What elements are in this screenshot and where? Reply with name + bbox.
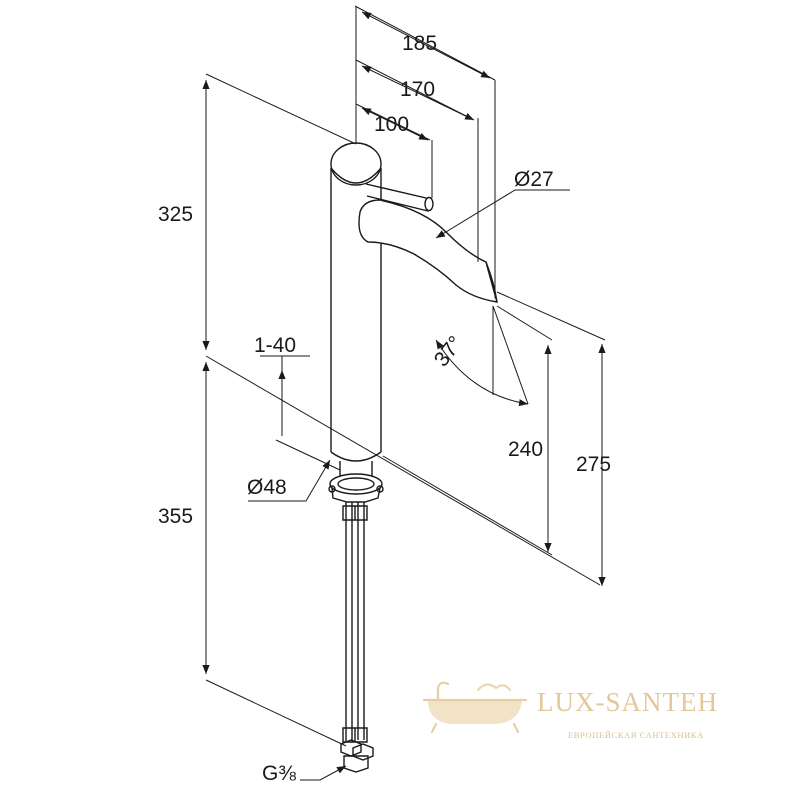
label-angle-37: 37° bbox=[430, 332, 468, 371]
base-nut bbox=[331, 487, 381, 503]
label-325: 325 bbox=[158, 203, 193, 226]
dimension-lines bbox=[202, 5, 606, 781]
fixing-screw-left bbox=[328, 485, 336, 493]
label-275: 275 bbox=[576, 453, 611, 476]
watermark: LUX-SANTEH ЕВРОПЕЙСКАЯ САНТЕХНИКА bbox=[422, 681, 718, 740]
base-washer bbox=[329, 473, 383, 495]
label-185: 185 bbox=[402, 32, 437, 55]
label-100: 100 bbox=[374, 113, 409, 136]
label-thread-g38: G⅜ bbox=[262, 762, 296, 785]
label-diameter-48: Ø48 bbox=[247, 476, 287, 499]
watermark-tagline: ЕВРОПЕЙСКАЯ САНТЕХНИКА bbox=[568, 730, 704, 740]
base-neck bbox=[339, 461, 373, 476]
faucet-top-cap bbox=[330, 142, 382, 186]
dim-line-170 bbox=[361, 65, 475, 121]
label-170: 170 bbox=[400, 78, 435, 101]
faucet-cap-lower-edge bbox=[330, 167, 382, 184]
leader-thread bbox=[300, 765, 347, 781]
hose-crimp-top bbox=[342, 505, 368, 521]
faucet bbox=[328, 142, 498, 773]
angle-arc-37 bbox=[435, 339, 529, 407]
watermark-brand: LUX-SANTEH bbox=[537, 687, 718, 717]
bathtub-logo-icon bbox=[422, 681, 528, 734]
dim-line-100 bbox=[361, 107, 429, 141]
leader-diameter-27 bbox=[435, 189, 570, 239]
supply-hose-left bbox=[345, 502, 353, 742]
label-1-40: 1-40 bbox=[254, 334, 296, 357]
supply-hose-right bbox=[357, 502, 365, 740]
base-washer-inner bbox=[337, 477, 375, 491]
spout bbox=[358, 199, 498, 303]
lever-tip bbox=[424, 196, 434, 212]
leader-diameter-48 bbox=[248, 459, 331, 502]
faucet-column-bottom bbox=[330, 451, 382, 462]
label-240: 240 bbox=[508, 438, 543, 461]
dimension-labels: 185 170 100 Ø27 325 1-40 Ø48 355 240 275… bbox=[158, 32, 611, 785]
label-355: 355 bbox=[158, 505, 193, 528]
label-diameter-27: Ø27 bbox=[514, 168, 554, 191]
hose-nut bbox=[343, 755, 369, 773]
fixing-screw-right bbox=[376, 485, 384, 493]
